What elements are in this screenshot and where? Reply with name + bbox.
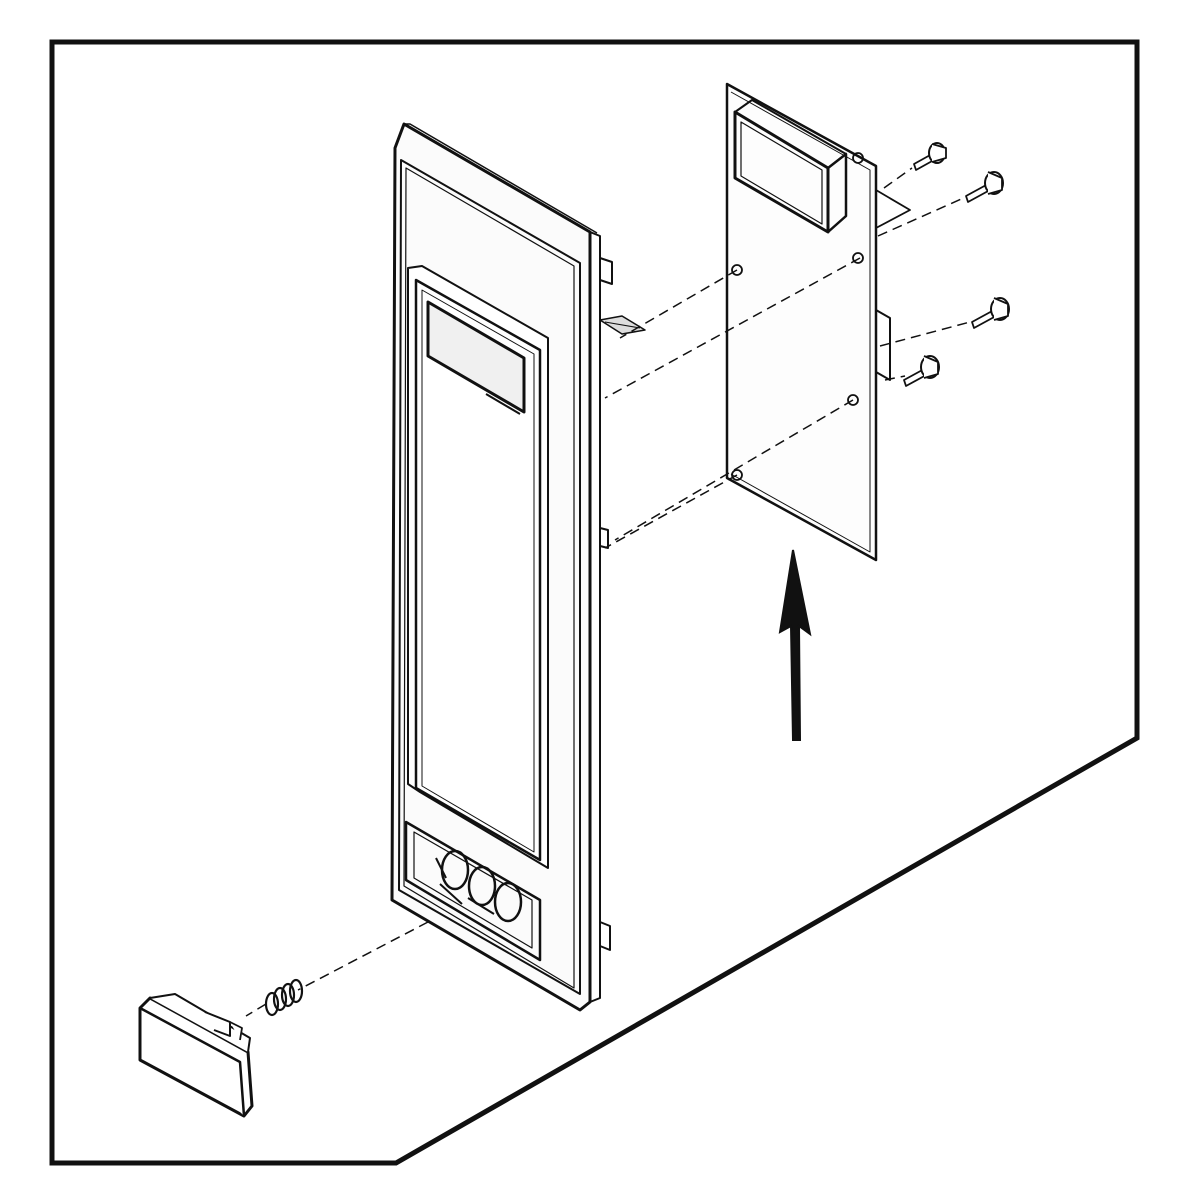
direction-arrow xyxy=(778,549,812,741)
spring xyxy=(264,978,304,1017)
drawing-border xyxy=(49,39,1140,1166)
screw-1 xyxy=(913,142,947,171)
screw-3 xyxy=(971,297,1010,329)
screw-2 xyxy=(965,171,1004,203)
control-circuit-board xyxy=(725,82,911,562)
assembly-guide-lines xyxy=(245,167,971,1017)
screw-4 xyxy=(903,355,940,387)
mounting-screws xyxy=(903,142,1010,387)
control-panel-frame xyxy=(390,122,646,1012)
door-release-button xyxy=(138,993,254,1118)
